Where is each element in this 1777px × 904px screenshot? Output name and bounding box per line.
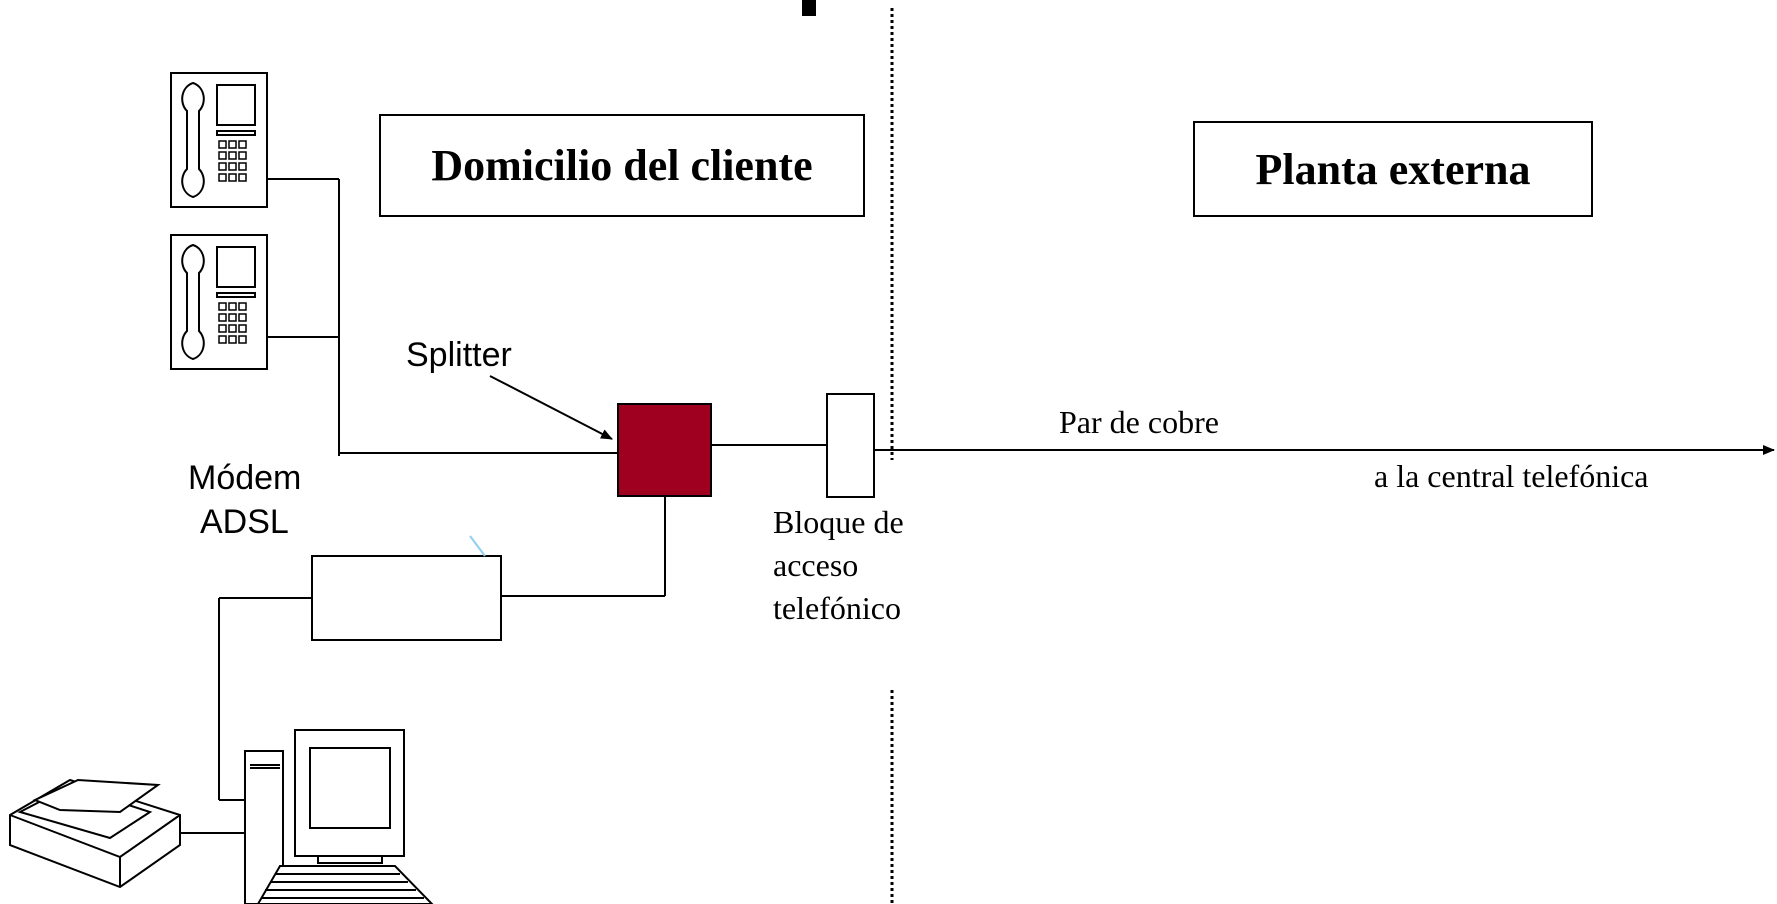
modem-box bbox=[311, 555, 502, 641]
modem-to-computer-wiring bbox=[218, 597, 312, 801]
telephone-icon bbox=[170, 234, 268, 370]
access-block-label-line1: Bloque de bbox=[773, 504, 904, 540]
top-mark bbox=[802, 0, 816, 16]
splitter-to-modem-wiring bbox=[501, 496, 666, 597]
stray-mark bbox=[469, 535, 486, 557]
splitter-box bbox=[617, 403, 712, 497]
splitter-label: Splitter bbox=[406, 336, 512, 374]
customer-premises-title: Domicilio del cliente bbox=[379, 114, 865, 217]
access-block-label-line3: telefónico bbox=[773, 590, 901, 626]
splitter-pointer bbox=[489, 375, 613, 440]
outside-plant-title: Planta externa bbox=[1193, 121, 1593, 217]
access-block-label-line2: acceso bbox=[773, 547, 859, 583]
access-block bbox=[826, 393, 875, 498]
computer-icon bbox=[244, 729, 434, 904]
telephone-icon bbox=[170, 72, 268, 208]
copper-pair-label: Par de cobre bbox=[1059, 404, 1219, 440]
scanner-icon bbox=[9, 778, 181, 889]
modem-label-line2: ADSL bbox=[200, 503, 289, 541]
modem-label-line1: Módem bbox=[188, 459, 302, 497]
phone-wiring bbox=[267, 178, 618, 456]
to-exchange-label: a la central telefónica bbox=[1374, 458, 1649, 494]
